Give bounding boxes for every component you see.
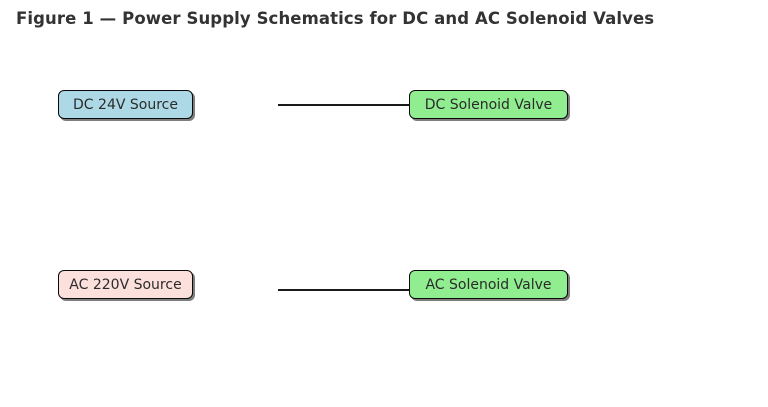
node-dc-solenoid-valve[interactable]: DC Solenoid Valve bbox=[409, 90, 568, 119]
edge-ac-source-to-valve bbox=[278, 289, 410, 291]
node-dc-source-label: DC 24V Source bbox=[73, 96, 178, 113]
figure-title: Figure 1 — Power Supply Schematics for D… bbox=[16, 9, 655, 28]
edge-dc-source-to-valve bbox=[278, 104, 410, 106]
node-ac-source[interactable]: AC 220V Source bbox=[58, 270, 193, 299]
node-ac-solenoid-valve[interactable]: AC Solenoid Valve bbox=[409, 270, 568, 299]
node-ac-solenoid-valve-label: AC Solenoid Valve bbox=[425, 276, 552, 293]
edge-ac-source-to-valve-hitarea[interactable] bbox=[278, 284, 410, 296]
edge-dc-source-to-valve-hitarea[interactable] bbox=[278, 99, 410, 111]
node-ac-source-label: AC 220V Source bbox=[69, 276, 182, 293]
node-dc-solenoid-valve-label: DC Solenoid Valve bbox=[424, 96, 553, 113]
node-dc-source[interactable]: DC 24V Source bbox=[58, 90, 193, 119]
